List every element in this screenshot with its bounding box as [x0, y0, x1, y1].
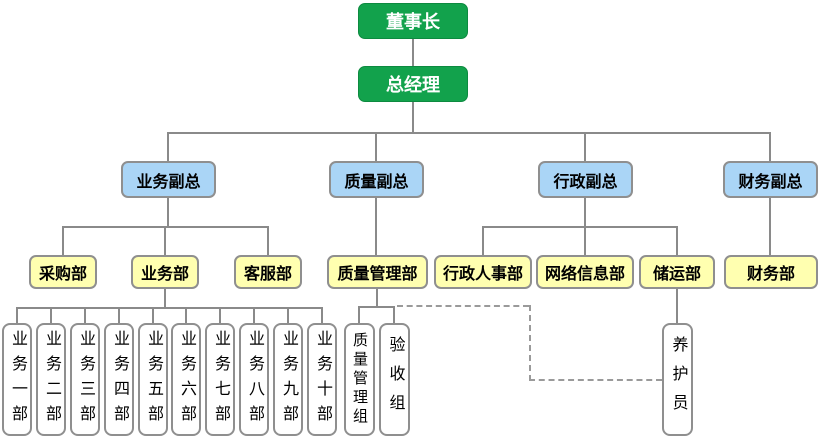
- connector-line: [16, 307, 18, 323]
- connector-line: [16, 307, 323, 309]
- connector-line: [482, 226, 678, 228]
- org-node-label: 业务九部: [280, 329, 297, 430]
- org-node-label: 业务八部: [246, 329, 263, 430]
- connector-line: [321, 307, 323, 323]
- org-node-label: 业务六部: [178, 329, 195, 430]
- connector-line: [676, 226, 678, 255]
- connector-line: [584, 198, 586, 226]
- connector-line: [152, 307, 154, 323]
- connector-line: [62, 226, 64, 255]
- connector-line: [253, 307, 255, 323]
- org-node-general-manager: 总经理: [358, 66, 468, 102]
- org-node-label: 业务七部: [212, 329, 229, 430]
- org-node-business-unit-10: 业务十部: [307, 323, 337, 436]
- connector-line: [358, 306, 360, 323]
- org-node-business-unit-7: 业务七部: [205, 323, 235, 436]
- org-node-label: 业务二部: [43, 329, 60, 430]
- connector-line: [164, 226, 166, 255]
- org-node-chairman: 董事长: [358, 3, 468, 39]
- org-node-label: 业务五部: [145, 329, 162, 430]
- org-node-dept-business: 业务部: [131, 255, 199, 289]
- connector-line: [676, 289, 678, 323]
- connector-dashed-line: [529, 305, 531, 381]
- connector-line: [164, 289, 166, 307]
- connector-line: [393, 306, 395, 323]
- org-node-business-unit-1: 业务一部: [2, 323, 32, 436]
- org-node-business-unit-3: 业务三部: [70, 323, 100, 436]
- connector-line: [50, 307, 52, 323]
- org-node-business-unit-6: 业务六部: [171, 323, 201, 436]
- connector-line: [375, 132, 377, 161]
- org-node-quality-mgmt-team: 质量管理组: [344, 323, 375, 436]
- connector-dashed-line: [397, 305, 529, 307]
- connector-line: [376, 289, 378, 306]
- connector-line: [482, 226, 484, 255]
- org-node-dept-network-info: 网络信息部: [536, 255, 634, 289]
- org-node-acceptance-team: 验收组: [379, 323, 410, 436]
- org-node-label: 业务十部: [314, 329, 331, 430]
- connector-line: [118, 307, 120, 323]
- connector-line: [267, 226, 269, 255]
- connector-line: [185, 307, 187, 323]
- org-node-business-unit-8: 业务八部: [239, 323, 269, 436]
- connector-line: [219, 307, 221, 323]
- org-node-vp-admin: 行政副总: [538, 161, 633, 198]
- connector-line: [769, 198, 771, 255]
- org-node-vp-finance: 财务副总: [723, 161, 818, 198]
- org-node-dept-finance: 财务部: [724, 255, 818, 289]
- org-node-label: 业务一部: [9, 329, 26, 430]
- org-node-business-unit-4: 业务四部: [104, 323, 134, 436]
- org-node-dept-quality-mgmt: 质量管理部: [327, 255, 428, 289]
- connector-line: [167, 132, 771, 134]
- org-node-dept-admin-hr: 行政人事部: [434, 255, 532, 289]
- org-node-label: 业务三部: [77, 329, 94, 430]
- connector-line: [412, 39, 414, 66]
- org-node-dept-purchasing: 采购部: [29, 255, 97, 289]
- connector-line: [375, 198, 377, 255]
- connector-line: [584, 132, 586, 161]
- org-node-vp-business: 业务副总: [121, 161, 216, 198]
- org-node-vp-quality: 质量副总: [329, 161, 424, 198]
- connector-line: [287, 307, 289, 323]
- org-node-dept-customer-service: 客服部: [234, 255, 302, 289]
- org-node-label: 养护员: [669, 336, 687, 423]
- org-node-dept-storage: 储运部: [639, 255, 715, 289]
- org-node-label: 质量管理组: [351, 332, 368, 427]
- connector-line: [584, 226, 586, 255]
- connector-line: [167, 198, 169, 226]
- org-node-label: 业务四部: [111, 329, 128, 430]
- org-node-business-unit-5: 业务五部: [138, 323, 168, 436]
- org-node-label: 验收组: [386, 336, 404, 423]
- connector-line: [84, 307, 86, 323]
- connector-line: [358, 306, 395, 308]
- org-node-maintenance-staff: 养护员: [662, 323, 693, 436]
- org-node-business-unit-9: 业务九部: [273, 323, 303, 436]
- connector-dashed-line: [529, 379, 662, 381]
- connector-line: [412, 102, 414, 132]
- org-node-business-unit-2: 业务二部: [36, 323, 66, 436]
- connector-line: [769, 132, 771, 161]
- connector-line: [167, 132, 169, 161]
